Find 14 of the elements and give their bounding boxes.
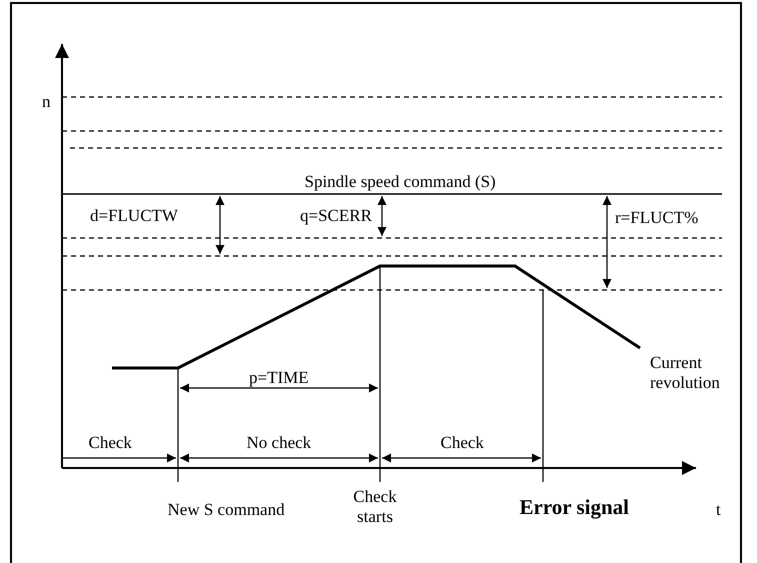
axis-label: t	[716, 500, 721, 520]
event-label: New S command	[168, 500, 285, 520]
dimension-label: p=TIME	[249, 368, 309, 388]
event-label: Error signal	[520, 495, 629, 520]
parameter-label: r=FLUCT%	[615, 208, 698, 228]
line-label: Spindle speed command (S)	[304, 172, 496, 192]
interval-label: Check	[88, 433, 132, 453]
axis-label: n	[42, 92, 50, 112]
event-label: Check starts	[352, 487, 398, 526]
parameter-label: d=FLUCTW	[90, 206, 178, 226]
interval-label: No check	[246, 433, 312, 453]
parameter-label: q=SCERR	[300, 206, 372, 226]
curve-label: Current revolution	[650, 353, 721, 392]
interval-label: Check	[440, 433, 484, 453]
